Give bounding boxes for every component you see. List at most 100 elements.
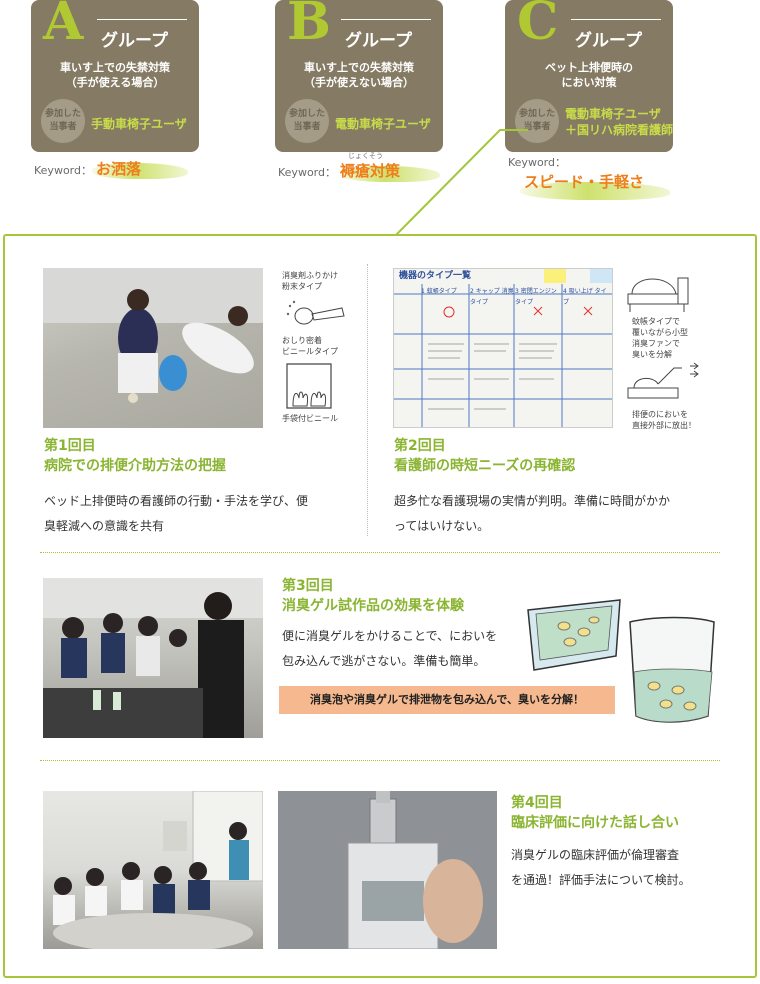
- note-line: おしり密着: [282, 336, 322, 345]
- note-line: 直接外部に放出！: [632, 421, 696, 430]
- column-divider: [367, 264, 368, 536]
- desc-line: 車いす上での失禁対策: [60, 61, 170, 74]
- note-powder: 消臭剤ふりかけ 粉末タイプ: [282, 270, 338, 292]
- participant-users: 電動車椅子ユーザ ＋国リハ病院看護師: [565, 106, 673, 138]
- group-word: グループ: [345, 31, 412, 51]
- title-line: 第1回目: [44, 438, 96, 454]
- note-line: ビニールタイプ: [282, 347, 338, 356]
- group-word: グループ: [101, 31, 168, 51]
- keyword-b: Keyword：褥瘡対策: [278, 160, 400, 181]
- desc-line: 消臭ゲルの臨床評価が倫理審査: [511, 848, 680, 862]
- note-line: 排便のにおいを: [632, 410, 688, 419]
- keyword-value: スピード・手軽さ: [524, 173, 645, 191]
- session3-description: 便に消臭ゲルをかけることで、においを 包み込んで逃がさない。準備も簡単。: [282, 624, 497, 674]
- group-card-b: B グループ 車いす上での失禁対策 （手が使えない場合） 参加した 当事者 電動…: [275, 0, 443, 152]
- title-line: 看護師の時短ニーズの再確認: [394, 458, 576, 474]
- users-line: 電動車椅子ユーザ: [565, 107, 661, 121]
- divider: [341, 19, 431, 20]
- keyword-c-label: Keyword：: [508, 156, 566, 169]
- photo-session4-device: [278, 791, 497, 949]
- keyword-label: Keyword：: [34, 164, 92, 177]
- session3-title: 第3回目 消臭ゲル試作品の効果を体験: [282, 576, 464, 616]
- highlight-swoosh: [520, 182, 670, 200]
- title-line: 消臭ゲル試作品の効果を体験: [282, 598, 464, 614]
- board-col: 2 キャップ 消臭タイプ: [470, 288, 514, 306]
- gel-cup-illustration: [629, 616, 715, 723]
- title-line: 病院での排便介助方法の把握: [44, 458, 226, 474]
- keyword-c: スピード・手軽さ: [524, 171, 644, 192]
- keyword-value: お洒落: [95, 160, 141, 178]
- group-description: ベット上排便時の におい対策: [505, 60, 673, 90]
- note-line: 臭いを分解: [632, 350, 672, 359]
- note-line: 粉末タイプ: [282, 282, 322, 291]
- divider: [571, 19, 661, 20]
- session1-title: 第1回目 病院での排便介助方法の把握: [44, 436, 226, 476]
- section-divider: [40, 760, 720, 761]
- session4-title: 第4回目 臨床評価に向けた話し合い: [511, 793, 679, 833]
- note-glove: 手袋付ビニール: [282, 414, 338, 423]
- exhaust-illustration: [627, 362, 699, 399]
- desc-line: 便に消臭ゲルをかけることで、においを: [282, 629, 498, 643]
- users-line: ＋国リハ病院看護師: [565, 123, 674, 137]
- canopy-illustration: [627, 277, 689, 312]
- note-plastic: おしり密着 ビニールタイプ: [282, 335, 338, 357]
- title-line: 第3回目: [282, 578, 334, 594]
- participant-users: 電動車椅子ユーザ: [335, 117, 431, 131]
- desc-line: ベット上排便時の: [545, 61, 633, 74]
- desc-line: ってはいけない。: [394, 519, 490, 533]
- badge-line: 参加した: [288, 109, 325, 119]
- desc-line: におい対策: [561, 76, 617, 89]
- group-description: 車いす上での失禁対策 （手が使えない場合）: [275, 60, 443, 90]
- desc-line: （手が使える場合）: [65, 76, 165, 89]
- session2-description: 超多忙な看護現場の実情が判明。準備に時間がかか ってはいけない。: [394, 489, 670, 539]
- divider: [97, 19, 187, 20]
- powder-illustration: [286, 300, 345, 325]
- desc-line: ベッド上排便時の看護師の行動・手法を学び、便: [44, 494, 309, 508]
- group-card-c: C グループ ベット上排便時の におい対策 参加した 当事者 電動車椅子ユーザ …: [505, 0, 673, 152]
- badge-line: 参加した: [44, 109, 81, 119]
- note-line: 覆いながら小型: [632, 328, 688, 337]
- board-title: 機器のタイプ一覧: [399, 271, 472, 281]
- ruby-text: じょくそう: [348, 152, 383, 160]
- badge-line: 当事者: [293, 122, 321, 132]
- board-col: 3 密閉エンジン タイプ: [515, 288, 557, 306]
- section-divider: [40, 552, 720, 553]
- keyword-value: 褥瘡対策: [339, 162, 400, 180]
- desc-line: 車いす上での失禁対策: [304, 61, 414, 74]
- note-line: 消臭ファンで: [632, 339, 680, 348]
- board-col: 1 蚊帳タイプ: [421, 288, 457, 295]
- badge-line: 参加した: [518, 109, 555, 119]
- group-letter: A: [43, 0, 84, 52]
- highlight-banner: 消臭泡や消臭ゲルで排泄物を包み込んで、臭いを分解！: [279, 686, 615, 714]
- gel-tray-illustration: [527, 599, 621, 671]
- highlight-swoosh: [92, 163, 188, 179]
- participant-badge: 参加した 当事者: [515, 99, 559, 143]
- photo-session1: [43, 268, 263, 428]
- desc-line: 超多忙な看護現場の実情が判明。準備に時間がかか: [394, 494, 671, 508]
- group-letter: C: [517, 0, 559, 52]
- desc-line: （手が使えない場合）: [304, 76, 414, 89]
- group-card-a: A グループ 車いす上での失禁対策 （手が使える場合） 参加した 当事者 手動車…: [31, 0, 199, 152]
- keyword-label: Keyword：: [278, 166, 336, 179]
- keyword-a: Keyword：お洒落: [34, 158, 141, 179]
- photo-session4-meeting: [43, 791, 263, 949]
- participant-users: 手動車椅子ユーザ: [91, 117, 187, 131]
- group-letter: B: [287, 0, 331, 52]
- title-line: 第2回目: [394, 438, 446, 454]
- photo-session3: [43, 578, 263, 738]
- glove-bag-illustration: [286, 363, 332, 409]
- note-line: 消臭剤ふりかけ: [282, 271, 338, 280]
- session1-description: ベッド上排便時の看護師の行動・手法を学び、便 臭軽減への意識を共有: [44, 489, 308, 539]
- note-exhaust: 排便のにおいを 直接外部に放出！: [632, 409, 696, 431]
- title-line: 第4回目: [511, 795, 563, 811]
- group-description: 車いす上での失禁対策 （手が使える場合）: [31, 60, 199, 90]
- board-col: 4 吸い上げ タイプ: [563, 288, 607, 306]
- photo-session2-board: [393, 268, 613, 428]
- badge-line: 当事者: [49, 122, 77, 132]
- desc-line: 包み込んで逃がさない。準備も簡単。: [282, 654, 486, 668]
- note-line: 蚊帳タイプで: [632, 317, 680, 326]
- session4-description: 消臭ゲルの臨床評価が倫理審査 を通過！評価手法について検討。: [511, 843, 691, 893]
- title-line: 臨床評価に向けた話し合い: [511, 815, 679, 831]
- badge-line: 当事者: [523, 122, 551, 132]
- participant-badge: 参加した 当事者: [41, 99, 85, 143]
